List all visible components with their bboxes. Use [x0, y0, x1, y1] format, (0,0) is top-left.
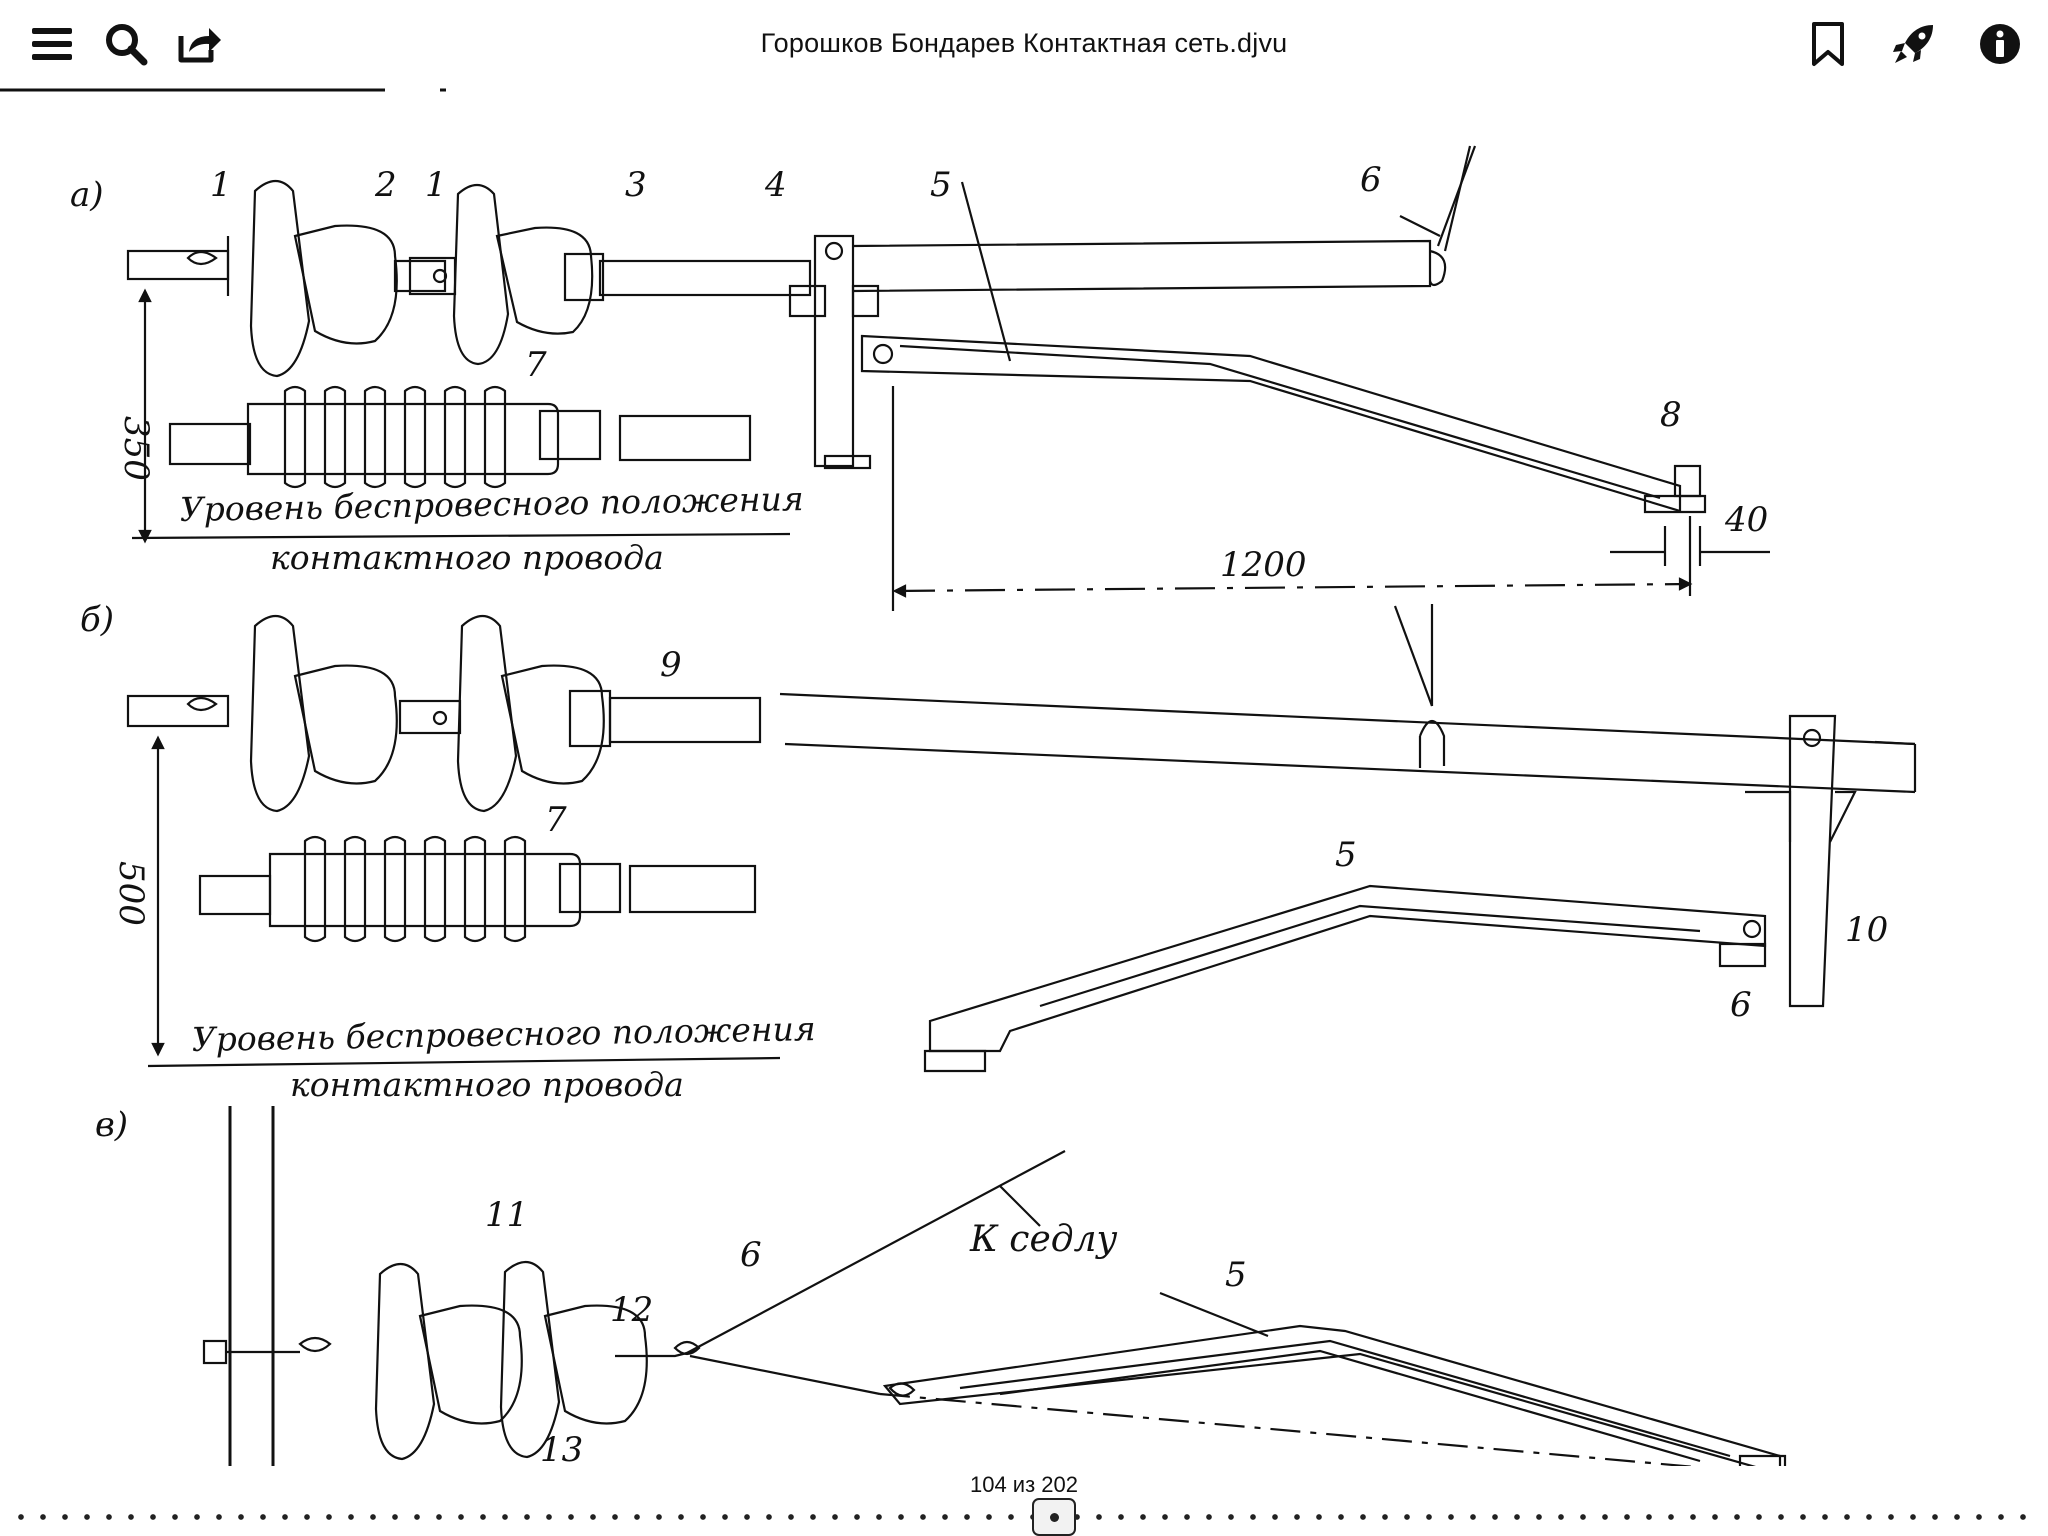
panel-a-drawing	[126, 145, 1770, 611]
svg-text:5: 5	[1335, 835, 1357, 875]
svg-text:12: 12	[610, 1290, 653, 1330]
panel-c-labels: в) 11 12 6 5 13 К седлу	[95, 1105, 1247, 1470]
svg-text:4: 4	[764, 165, 787, 205]
svg-text:6: 6	[1360, 160, 1382, 200]
svg-text:в): в)	[95, 1105, 128, 1145]
share-button[interactable]	[176, 20, 224, 68]
svg-text:6: 6	[1730, 985, 1752, 1025]
technical-drawing: а) 1 2 1 3 4 5 6 7 8 350 1200 40 Уровень…	[0, 88, 1917, 1483]
svg-text:К седлу: К седлу	[969, 1219, 1118, 1260]
panel-a-labels: а) 1 2 1 3 4 5 6 7 8 350 1200 40 Уровень…	[70, 160, 1768, 585]
svg-text:10: 10	[1845, 910, 1888, 950]
page-counter: 104 из 202	[969, 1472, 1078, 1497]
svg-text:7: 7	[545, 800, 567, 840]
search-icon	[106, 24, 148, 66]
document-page[interactable]: а) 1 2 1 3 4 5 6 7 8 350 1200 40 Уровень…	[0, 86, 2048, 1483]
svg-text:9: 9	[660, 645, 682, 685]
svg-text:7: 7	[525, 345, 547, 385]
toolbar-right-group	[1804, 20, 2024, 68]
info-button[interactable]	[1976, 20, 2024, 68]
svg-text:40: 40	[1724, 500, 1768, 540]
svg-text:8: 8	[1660, 395, 1682, 435]
info-icon	[1980, 24, 2020, 64]
panel-b-labels: б) 9 7 5 10 6 500 Уровень беспровесного …	[80, 600, 1888, 1104]
scrubber-dot-icon	[1049, 1512, 1059, 1522]
svg-text:1200: 1200	[1220, 545, 1307, 585]
menu-icon	[32, 28, 72, 60]
page-scrubber-thumb[interactable]	[1032, 1498, 1077, 1536]
svg-text:б): б)	[80, 600, 114, 640]
document-title: Горошков Бондарев Контактная сеть.djvu	[760, 28, 1288, 58]
page-scrubber-track[interactable]	[10, 1514, 2038, 1520]
bookmark-button[interactable]	[1804, 20, 1852, 68]
svg-text:2: 2	[374, 165, 397, 205]
top-toolbar: Горошков Бондарев Контактная сеть.djvu	[0, 0, 2048, 92]
svg-text:3: 3	[625, 165, 647, 205]
toolbar-left-group	[28, 20, 224, 68]
rocket-icon	[1893, 25, 1933, 63]
svg-text:1: 1	[425, 165, 447, 205]
share-icon	[178, 28, 221, 63]
menu-button[interactable]	[28, 20, 76, 68]
svg-text:контактного провода: контактного провода	[270, 538, 664, 577]
bookmark-icon	[1812, 22, 1844, 66]
svg-text:1: 1	[210, 165, 232, 205]
svg-text:5: 5	[930, 165, 952, 205]
svg-text:Уровень беспровесного положени: Уровень беспровесного положения	[179, 479, 803, 529]
svg-text:500: 500	[111, 861, 151, 926]
svg-text:350: 350	[116, 416, 156, 481]
svg-text:контактного провода: контактного провода	[290, 1065, 684, 1104]
svg-text:6: 6	[740, 1235, 762, 1275]
panel-c-drawing	[202, 1106, 1787, 1483]
search-button[interactable]	[102, 20, 150, 68]
svg-text:5: 5	[1225, 1255, 1247, 1295]
svg-text:а): а)	[70, 175, 104, 215]
panel-b-drawing	[126, 604, 1917, 1073]
svg-text:13: 13	[540, 1430, 583, 1466]
page-navigator: 104 из 202	[0, 1466, 2048, 1536]
svg-text:Уровень беспровесного положени: Уровень беспровесного положения	[191, 1009, 815, 1059]
svg-text:11: 11	[485, 1195, 528, 1235]
rocket-button[interactable]	[1890, 20, 1938, 68]
